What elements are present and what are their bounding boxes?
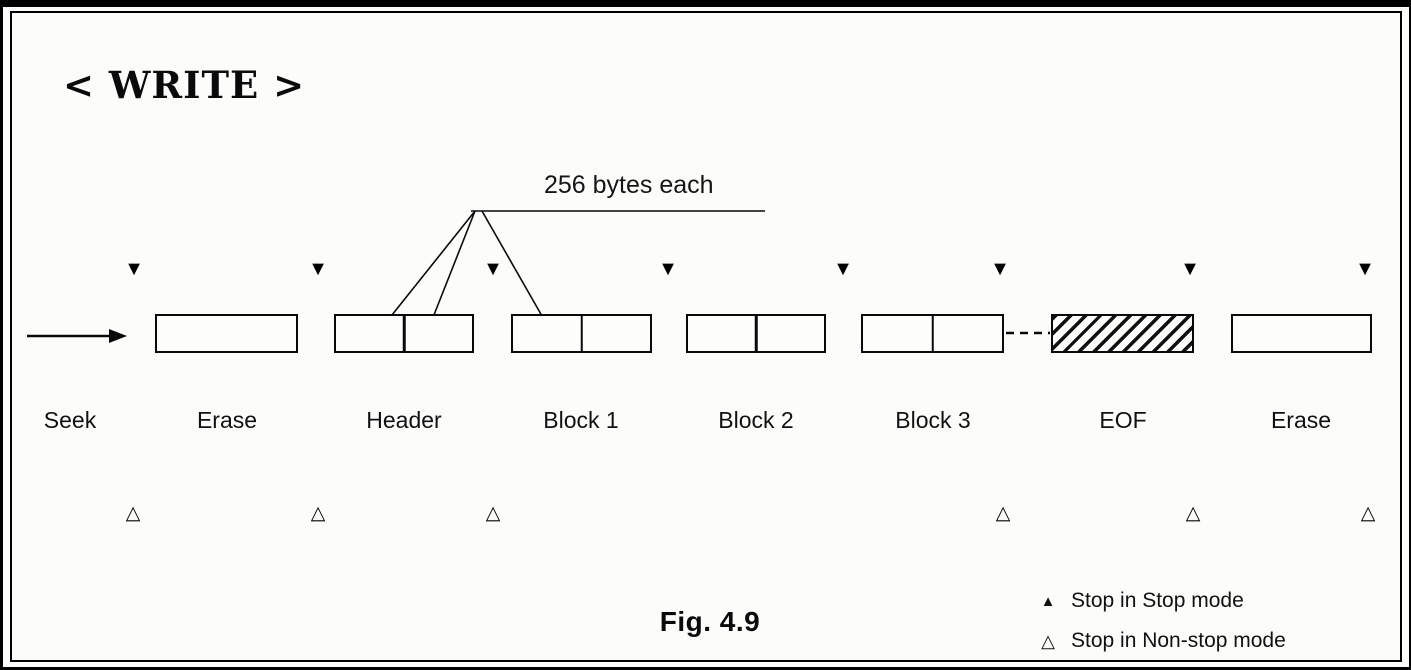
- segment-label: EOF: [1099, 407, 1147, 433]
- legend: ▲ Stop in Stop mode △ Stop in Non-stop m…: [1037, 581, 1286, 661]
- box-divider: [580, 316, 583, 351]
- seek-label: Seek: [43, 407, 97, 433]
- segment-label: Erase: [1270, 407, 1332, 433]
- segment-label: Erase: [196, 407, 258, 433]
- segment-label: Block 1: [543, 407, 619, 433]
- legend-row-nonstop: △ Stop in Non-stop mode: [1037, 621, 1286, 661]
- segment-label: Block 3: [895, 407, 971, 433]
- stop-marker-icon: ▼: [483, 258, 503, 280]
- nonstop-marker-icon: △: [485, 503, 501, 524]
- stop-marker-icon: ▼: [658, 258, 678, 280]
- segment-label: Header: [366, 407, 442, 433]
- segment-box-eof: [1051, 314, 1194, 353]
- stop-marker-icon: ▼: [308, 258, 328, 280]
- legend-text: Stop in Stop mode: [1071, 589, 1244, 612]
- filled-triangle-icon: ▲: [1040, 592, 1056, 610]
- box-divider: [402, 316, 406, 351]
- segment-box-block-3: [861, 314, 1004, 353]
- box-divider: [754, 316, 758, 351]
- legend-text: Stop in Non-stop mode: [1071, 629, 1286, 652]
- nonstop-marker-icon: △: [995, 503, 1011, 524]
- legend-row-stop: ▲ Stop in Stop mode: [1037, 581, 1286, 621]
- box-divider: [931, 316, 934, 351]
- nonstop-marker-icon: △: [310, 503, 326, 524]
- stop-marker-icon: ▼: [990, 258, 1010, 280]
- stop-marker-icon: ▼: [1355, 258, 1375, 280]
- nonstop-marker-icon: △: [1360, 503, 1376, 524]
- bytes-annotation: 256 bytes each: [544, 171, 714, 199]
- open-triangle-icon: △: [1041, 631, 1055, 651]
- nonstop-marker-icon: △: [1185, 503, 1201, 524]
- stop-marker-icon: ▼: [833, 258, 853, 280]
- segment-label: Block 2: [718, 407, 794, 433]
- figure-caption: Fig. 4.9: [659, 606, 761, 637]
- segment-box-block-1: [511, 314, 652, 353]
- segment-box-block-2: [686, 314, 826, 353]
- stop-marker-icon: ▼: [124, 258, 144, 280]
- stop-marker-icon: ▼: [1180, 258, 1200, 280]
- nonstop-marker-icon: △: [125, 503, 141, 524]
- diagram-title: < WRITE >: [63, 63, 306, 107]
- segment-box-erase-1: [155, 314, 298, 353]
- segment-box-header: [334, 314, 474, 353]
- segment-box-erase-2: [1231, 314, 1372, 353]
